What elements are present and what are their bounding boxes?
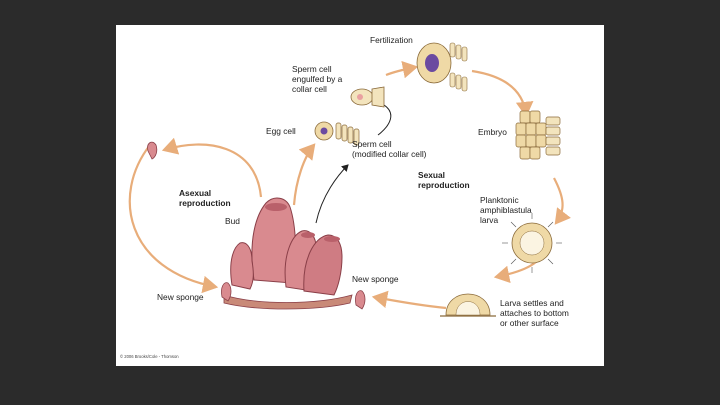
label-asexual-reproduction: Asexual reproduction bbox=[179, 188, 231, 208]
label-egg-cell: Egg cell bbox=[266, 126, 296, 136]
label-sperm-cell: Sperm cell (modified collar cell) bbox=[352, 139, 426, 159]
settled-to-new-sponge-arrow bbox=[374, 297, 446, 308]
label-new-sponge-left: New sponge bbox=[157, 292, 204, 302]
asexual-cycle-arrow bbox=[130, 145, 216, 287]
new-sponge-left bbox=[221, 283, 231, 301]
label-embryo: Embryo bbox=[478, 127, 507, 137]
embryo-to-larva-arrow bbox=[554, 178, 563, 223]
sponge-to-egg-arrow bbox=[294, 145, 314, 205]
new-sponge-right bbox=[355, 291, 365, 309]
label-new-sponge-right: New sponge bbox=[352, 274, 399, 284]
label-larva-settles: Larva settles and attaches to bottom or … bbox=[500, 298, 569, 328]
engulfed-to-fertilization-arrow bbox=[386, 67, 416, 75]
diagram-slide: Fertilization Sperm cell engulfed by a c… bbox=[116, 25, 604, 366]
fertilization-egg bbox=[417, 43, 467, 91]
label-fertilization: Fertilization bbox=[370, 35, 413, 45]
label-planktonic-larva: Planktonic amphiblastula larva bbox=[480, 195, 532, 225]
label-sexual-reproduction: Sexual reproduction bbox=[418, 170, 470, 190]
copyright-notice: © 2006 Brooks/Cole - Thomson bbox=[120, 354, 179, 359]
fertilization-to-embryo-arrow bbox=[472, 71, 526, 115]
bud-sponge bbox=[148, 142, 157, 159]
engulfed-sperm-collar-cell bbox=[351, 87, 384, 107]
settled-larva bbox=[440, 294, 496, 316]
adult-sponge bbox=[224, 198, 352, 309]
egg-cell bbox=[315, 122, 333, 140]
label-sperm-engulfed: Sperm cell engulfed by a collar cell bbox=[292, 64, 342, 94]
sperm-release-arrow bbox=[316, 165, 348, 223]
embryo bbox=[516, 111, 560, 159]
sperm-tail-line bbox=[378, 105, 391, 135]
label-bud: Bud bbox=[225, 216, 240, 226]
